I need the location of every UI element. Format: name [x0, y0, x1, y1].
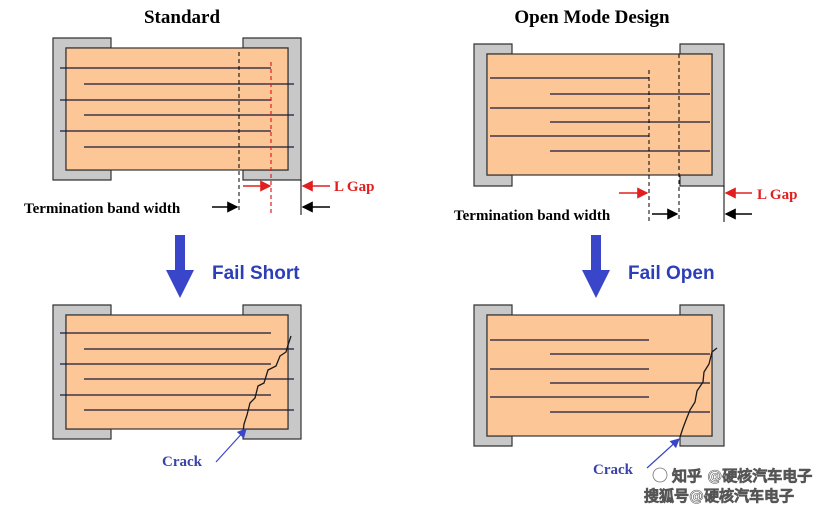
fail-open-label: Fail Open [628, 263, 715, 284]
down-arrow-icon [166, 235, 194, 298]
open-mode-cracked-capacitor [473, 304, 725, 447]
crack-line [242, 335, 292, 433]
ceramic-body [65, 314, 289, 430]
watermark: 知乎 @硬核汽车电子 搜狐号@硬核汽车电子 [644, 467, 813, 506]
watermark-line-1: 知乎 @硬核汽车电子 [672, 467, 812, 485]
open-mode-l-gap-label: L Gap [757, 187, 797, 203]
ceramic-body [486, 314, 713, 437]
crack-line [679, 347, 718, 438]
internal-electrodes [490, 339, 710, 413]
open-mode-band-width-label: Termination band width [454, 208, 611, 224]
open-mode-capacitor [473, 43, 725, 222]
open-mode-title: Open Mode Design [514, 7, 670, 28]
internal-electrodes [60, 332, 294, 411]
open-mode-crack-label: Crack [593, 462, 634, 478]
crack-pointer-arrow [646, 438, 680, 469]
down-arrow-icon [582, 235, 610, 298]
fail-short-label: Fail Short [212, 263, 300, 284]
internal-electrodes [490, 77, 710, 152]
ceramic-body [486, 53, 713, 176]
standard-title: Standard [144, 7, 220, 28]
watermark-logo-icon [652, 467, 668, 483]
internal-electrodes [60, 67, 294, 148]
standard-cracked-capacitor [52, 304, 302, 440]
standard-capacitor [52, 37, 302, 215]
crack-pointer-arrow [215, 428, 247, 463]
standard-l-gap-label: L Gap [334, 179, 374, 195]
standard-band-width-label: Termination band width [24, 201, 181, 217]
watermark-line-2: 搜狐号@硬核汽车电子 [644, 487, 794, 505]
standard-crack-label: Crack [162, 454, 203, 470]
ceramic-body [65, 47, 289, 171]
